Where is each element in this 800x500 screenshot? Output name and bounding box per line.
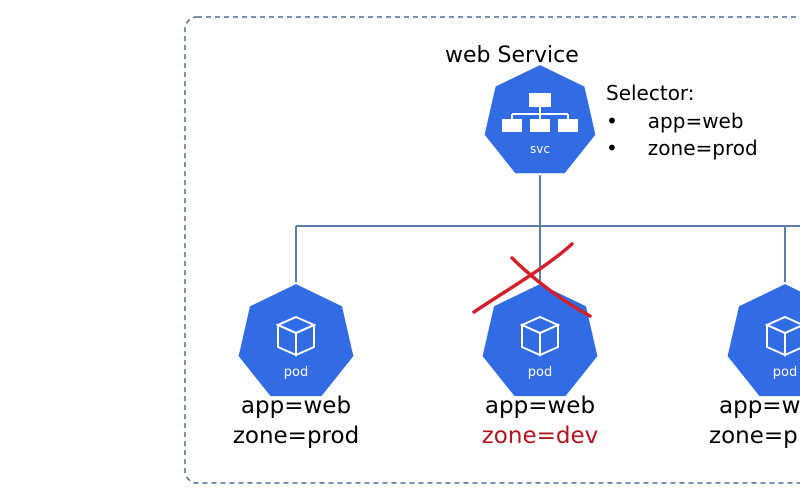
pod-icon: pod xyxy=(725,281,800,399)
pod-label-app: app=web xyxy=(240,393,352,419)
pod-label-app: app=w xyxy=(719,393,800,419)
pod-icon: pod xyxy=(236,281,356,399)
selector-item: •zone=prod xyxy=(606,136,758,160)
pod-icon: pod xyxy=(480,281,600,399)
selector-item: •app=web xyxy=(606,109,744,133)
pod-label-app: app=web xyxy=(484,393,596,419)
pod-icon-label: pod xyxy=(773,365,797,380)
pod-label-zone: zone=prod xyxy=(232,423,360,449)
pod-label-zone-mismatch: zone=dev xyxy=(481,423,599,449)
pod-label-zone: zone=p xyxy=(709,423,798,449)
pod-icon-label: pod xyxy=(284,365,308,380)
bullet-icon: • xyxy=(606,109,618,133)
pod-icon-label: pod xyxy=(528,365,552,380)
cluster-boundary xyxy=(184,16,800,484)
bullet-icon: • xyxy=(606,136,618,160)
service-icon-label: svc xyxy=(530,142,550,156)
service-title: web Service xyxy=(445,43,579,68)
selector-title: Selector: xyxy=(606,81,695,105)
service-icon: svc xyxy=(482,62,598,176)
reject-x-mark xyxy=(472,242,592,318)
